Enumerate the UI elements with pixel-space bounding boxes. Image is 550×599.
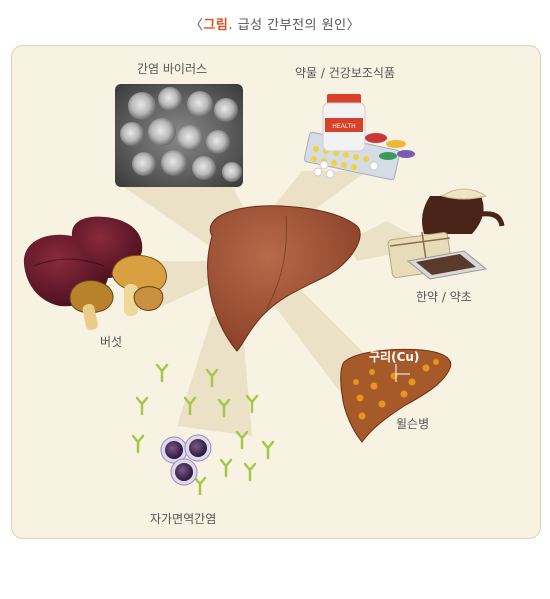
label-copper: 구리(Cu) xyxy=(369,350,420,364)
immune-cells xyxy=(160,434,212,486)
label-drugs: 약물 / 건강보조식품 xyxy=(295,66,395,80)
wilson-liver-illustration xyxy=(340,348,452,443)
diagram-canvas: HEALTH xyxy=(23,84,505,496)
diagram-panel: HEALTH xyxy=(11,45,541,539)
drugs-illustration: HEALTH xyxy=(303,94,415,181)
autoimmune-illustration xyxy=(131,363,275,496)
herbal-illustration xyxy=(387,188,505,280)
label-virus: 간염 바이러스 xyxy=(137,62,208,76)
label-wilson: 윌슨병 xyxy=(396,417,430,431)
liver-illustration xyxy=(207,205,361,352)
copper-deposits xyxy=(353,359,439,420)
label-herbal: 한약 / 약초 xyxy=(416,290,472,304)
figure-title: 〈그림. 급성 간부전의 원인〉 xyxy=(0,14,550,33)
title-text: . 급성 간부전의 원인 xyxy=(228,18,347,33)
virus-micrograph xyxy=(115,84,243,187)
label-autoimmune: 자가면역간염 xyxy=(150,512,217,526)
beam-mushroom xyxy=(152,261,217,311)
label-mushroom: 버섯 xyxy=(100,335,123,349)
title-bracket-close: 〉 xyxy=(346,18,361,33)
mushroom-illustration xyxy=(23,216,167,331)
title-bracket-open: 〈 xyxy=(189,18,204,33)
bottle-label: HEALTH xyxy=(332,124,355,130)
title-accent: 그림 xyxy=(203,18,229,33)
